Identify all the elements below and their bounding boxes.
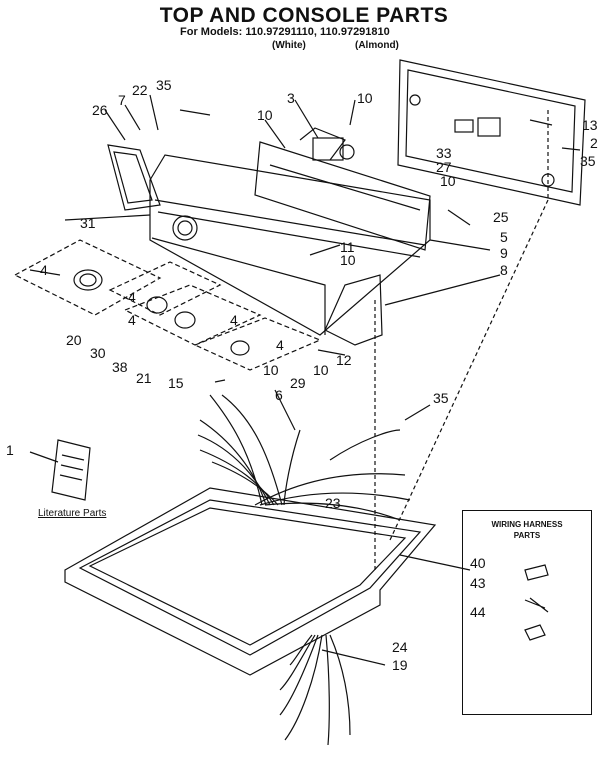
callout-24: 24 [392,639,408,655]
callout-19: 19 [392,657,408,673]
callout-23: 23 [325,495,341,511]
callout-10f: 10 [313,362,329,378]
wiring-harness-title: WIRING HARNESS PARTS [463,519,591,541]
callout-30: 30 [90,345,106,361]
callout-43: 43 [470,575,486,591]
callout-7: 7 [118,92,126,108]
knobs [73,269,250,356]
control-bracket [254,127,431,251]
callout-leaders [29,94,581,666]
callout-9: 9 [500,245,508,261]
callout-35b: 35 [580,153,596,169]
wiring-harness-console [197,394,411,521]
callout-6: 6 [275,387,283,403]
end-cap-right [324,274,383,346]
callout-10b: 10 [257,107,273,123]
callout-8: 8 [500,262,508,278]
callout-4e: 4 [276,337,284,353]
callout-3: 3 [287,90,295,106]
harness-parts [524,564,549,641]
callout-26: 26 [92,102,108,118]
callout-1: 1 [6,442,14,458]
callout-38: 38 [112,359,128,375]
dryer-top [64,487,437,676]
callout-11: 11 [340,239,355,255]
rear-control-panel [397,59,586,206]
callout-35a: 35 [156,77,172,93]
knob-group [13,239,322,371]
wiring-harness-title-line1: WIRING HARNESS [491,520,563,529]
callout-33: 33 [436,145,452,161]
color-almond-label: (Almond) [355,40,399,51]
callout-35c: 35 [433,390,449,406]
callout-31: 31 [80,215,96,231]
callout-21: 21 [136,370,152,386]
callout-25: 25 [493,209,509,225]
console-backsplash [149,154,431,336]
callout-labels: 1 2 3 4 4 4 4 4 5 6 7 8 9 10 10 10 10 10… [6,77,598,673]
leader-lines [374,110,549,570]
wiring-harness-title-line2: PARTS [513,531,541,540]
callout-27: 27 [436,159,452,175]
callout-13: 13 [582,117,598,133]
page-title: TOP AND CONSOLE PARTS [159,4,449,27]
callout-12: 12 [336,352,352,368]
wiring-harness-parts-box: WIRING HARNESS PARTS [462,510,592,715]
end-cap-left [107,144,161,211]
timer [312,137,355,161]
color-white-label: (White) [272,40,306,51]
callout-40: 40 [470,555,486,571]
callout-10c: 10 [440,173,456,189]
callout-44: 44 [470,604,486,620]
callout-29: 29 [290,375,306,391]
callout-4d: 4 [230,312,238,328]
models-line: For Models: 110.97291110, 110.97291810 [180,26,390,38]
callout-15: 15 [168,375,184,391]
callout-10e: 10 [263,362,279,378]
callout-10a: 10 [357,90,373,106]
callout-4b: 4 [128,289,136,305]
literature-booklet [51,439,91,501]
callout-10d: 10 [340,252,356,268]
callout-4a: 4 [40,262,48,278]
callout-2: 2 [590,135,598,151]
callout-4c: 4 [128,312,136,328]
wiring-harness-lower [279,634,351,746]
literature-parts-label: Literature Parts [38,508,107,519]
callout-20: 20 [66,332,82,348]
callout-5: 5 [500,229,508,245]
callout-22: 22 [132,82,148,98]
